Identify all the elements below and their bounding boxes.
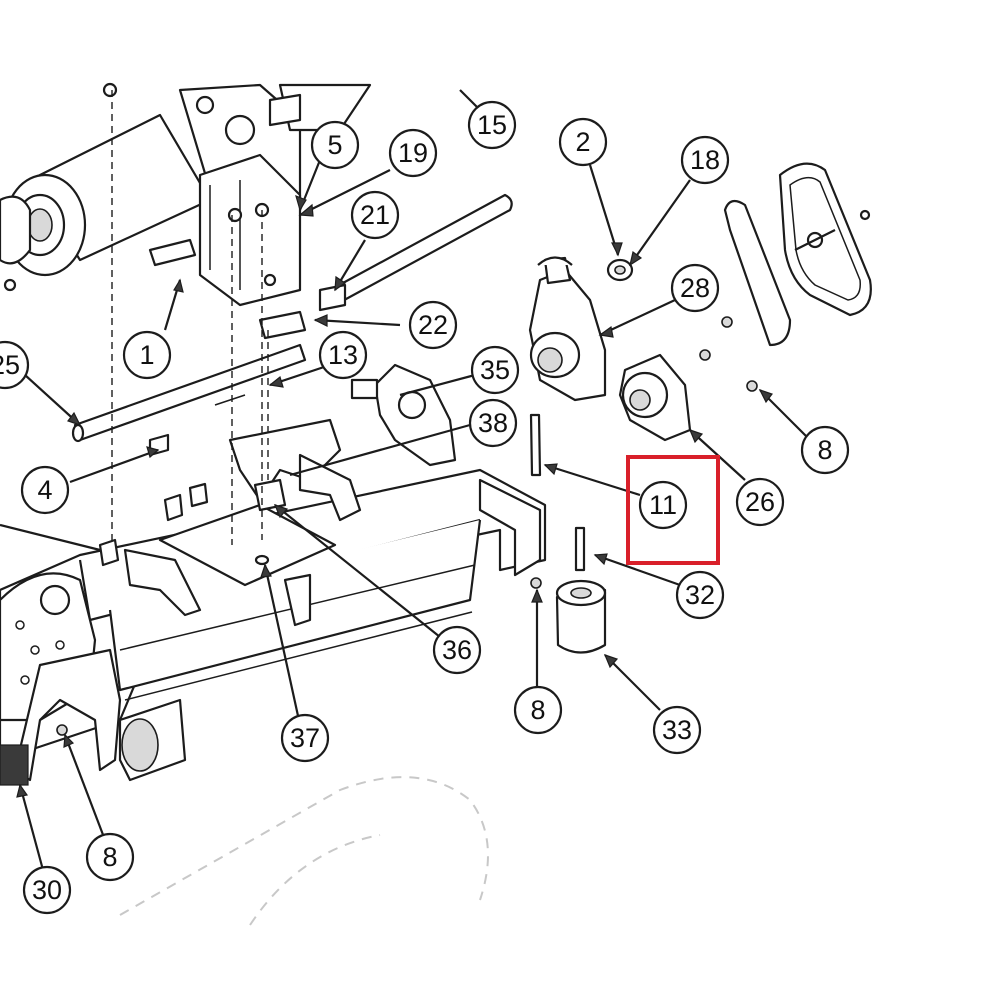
callout-label: 22 [418,310,448,340]
left-bracket [0,648,187,786]
callout-8-left[interactable]: 8 [85,832,135,882]
callout-label: 1 [139,340,154,370]
callout-30[interactable]: 30 [22,865,72,915]
callout-label: 33 [662,715,692,745]
callout-label: 5 [327,130,342,160]
callout-5[interactable]: 5 [310,120,360,170]
shafts [71,193,513,443]
pulley [618,353,692,442]
callout-8-center[interactable]: 8 [513,685,563,735]
callout-13[interactable]: 13 [318,330,368,380]
callout-11[interactable]: 11 [638,480,688,530]
callout-label: 18 [690,145,720,175]
small-bearing [606,258,634,282]
bearing-housing [528,256,607,402]
callout-1[interactable]: 1 [122,330,172,380]
callout-33[interactable]: 33 [652,705,702,755]
callout-label: 37 [290,723,320,753]
drive-motor [0,113,212,277]
callout-label: 8 [102,842,117,872]
callout-label: 2 [575,127,590,157]
callout-18[interactable]: 18 [680,135,730,185]
callout-38[interactable]: 38 [468,398,518,448]
callout-label: 32 [685,580,715,610]
nuts [56,316,758,736]
callout-28[interactable]: 28 [670,263,720,313]
callout-label: 4 [37,475,52,505]
callout-32[interactable]: 32 [675,570,725,620]
assembly-dashed-lines [111,90,269,545]
pin-part-11 [529,413,542,477]
roller-part-33 [555,579,607,654]
pin-part-32 [574,526,586,572]
callout-label: 25 [0,350,20,380]
callout-label: 19 [398,138,428,168]
callout-25[interactable]: 25 [0,340,30,390]
callout-label: 26 [745,487,775,517]
callout-22[interactable]: 22 [408,300,458,350]
side-plate [350,363,457,467]
callout-2[interactable]: 2 [558,117,608,167]
arrowheads [16,194,773,798]
callout-label: 30 [32,875,62,905]
ghost-roller-outline [119,776,489,926]
callout-8-right[interactable]: 8 [800,425,850,475]
callout-label: 13 [328,340,358,370]
center-mount-plate [123,418,362,627]
callout-19[interactable]: 19 [388,128,438,178]
callout-35[interactable]: 35 [470,345,520,395]
callout-label: 36 [442,635,472,665]
callout-15[interactable]: 15 [467,100,517,150]
callout-label: 11 [649,490,677,520]
callout-36[interactable]: 36 [432,625,482,675]
callout-label: 8 [817,435,832,465]
callout-4[interactable]: 4 [20,465,70,515]
callout-26[interactable]: 26 [735,477,785,527]
callout-label: 38 [478,408,508,438]
callout-label: 35 [480,355,510,385]
drive-belt [723,162,872,347]
callout-21[interactable]: 21 [350,190,400,240]
callout-label: 15 [477,110,507,140]
callout-label: 8 [530,695,545,725]
highlight-box [626,455,720,565]
callout-37[interactable]: 37 [280,713,330,763]
callout-label: 28 [680,273,710,303]
callout-label: 21 [360,200,390,230]
